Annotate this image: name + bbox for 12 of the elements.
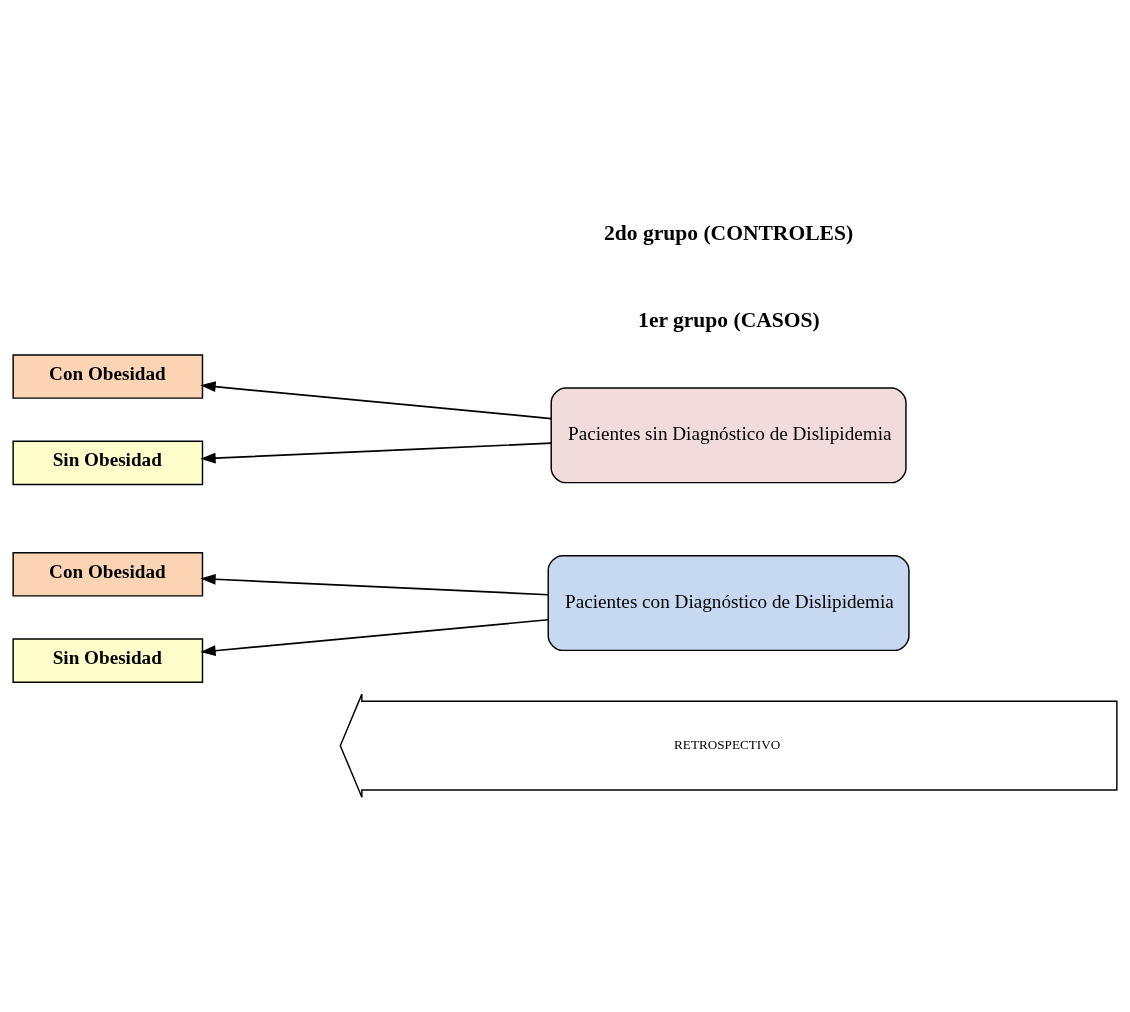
node-box: Con Obesidad bbox=[12, 354, 204, 399]
node-box: Sin Obesidad bbox=[12, 440, 204, 486]
node-box: Pacientes con Diagnóstico de Dislipidemia bbox=[547, 555, 910, 652]
label: 1er grupo (CASOS) bbox=[638, 307, 820, 332]
arrow bbox=[200, 618, 549, 657]
arrow bbox=[200, 442, 552, 464]
node-box: Con Obesidad bbox=[12, 552, 204, 597]
arrow bbox=[200, 573, 549, 596]
node-box: Pacientes sin Diagnóstico de Dislipidemia bbox=[550, 387, 907, 484]
label: 2do grupo (CONTROLES) bbox=[603, 221, 854, 246]
arrow bbox=[200, 381, 552, 420]
node-box: Sin Obesidad bbox=[12, 638, 204, 683]
